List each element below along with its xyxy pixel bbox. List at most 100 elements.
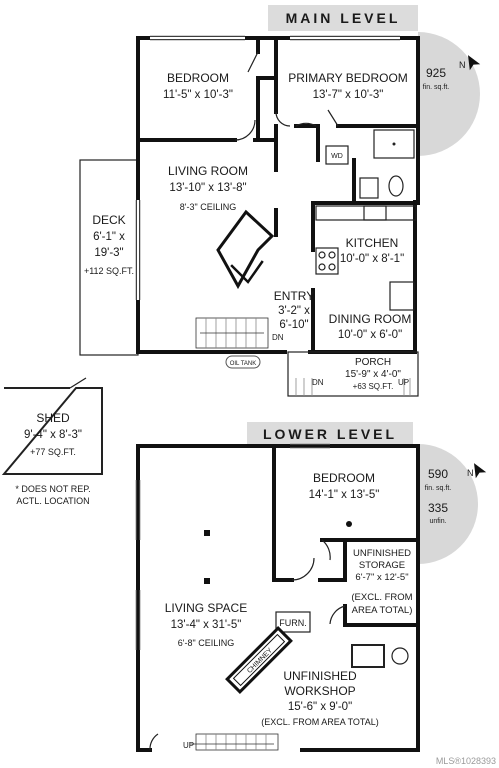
deck-dims-a: 6'-1" x xyxy=(93,231,125,243)
living-room-name: LIVING ROOM xyxy=(168,164,248,178)
main-area-unit: fin. sq.ft. xyxy=(423,84,450,91)
lower-level-banner: LOWER LEVEL xyxy=(263,426,397,442)
toilet-icon xyxy=(388,175,404,197)
lower-interior-walls xyxy=(272,444,420,627)
main-windows xyxy=(137,37,400,300)
deck-area: +112 SQ.FT. xyxy=(84,266,134,276)
main-level-banner: MAIN LEVEL xyxy=(286,10,401,26)
porch-up-label: UP xyxy=(398,378,409,387)
porch-steps xyxy=(295,378,411,396)
workshop-dims: 15'-6" x 9'-0" xyxy=(288,701,352,713)
chimney: CHIMNEY xyxy=(225,626,293,694)
burner-icon xyxy=(318,263,326,271)
lower-unfin-unit: unfin. xyxy=(429,518,446,525)
porch-outline xyxy=(287,351,419,397)
shed-area: +77 SQ.FT. xyxy=(30,447,76,457)
washer-dryer-label: WD xyxy=(331,153,343,160)
oil-tank-label: OIL TANK xyxy=(230,361,257,367)
living-space-dims: 13'-4" x 31'-5" xyxy=(171,619,242,631)
storage-name-b: STORAGE xyxy=(359,560,405,571)
north-arrow-icon xyxy=(474,463,487,479)
living-room-ceiling: 8'-3" CEILING xyxy=(180,202,236,212)
washer-dryer xyxy=(325,145,349,165)
lower-area-value: 590 xyxy=(428,467,448,481)
main-area-badge xyxy=(418,32,480,156)
lower-doors xyxy=(149,539,346,751)
fridge-icon xyxy=(389,281,415,311)
main-bedroom-name: BEDROOM xyxy=(167,71,229,85)
shed-note-b: ACTL. LOCATION xyxy=(16,496,89,506)
burner-icon xyxy=(328,263,336,271)
entry-name: ENTRY xyxy=(274,289,314,303)
fireplace-icon xyxy=(216,209,275,290)
shower-drain-icon xyxy=(392,142,396,146)
lower-bedroom-dims: 14'-1" x 13'-5" xyxy=(309,489,380,501)
kitchen-sink xyxy=(363,205,387,221)
storage-name-a: UNFINISHED xyxy=(353,548,411,559)
porch-name: PORCH xyxy=(355,357,391,368)
porch-area: +63 SQ.FT. xyxy=(353,382,394,391)
dining-room-name: DINING ROOM xyxy=(329,312,412,326)
lower-stairs xyxy=(190,733,279,751)
main-north-label: N xyxy=(459,60,466,70)
lower-north-label: N xyxy=(467,468,474,478)
shed: SHED 9'-4" x 8'-3" +77 SQ.FT. * DOES NOT… xyxy=(1,377,103,506)
main-level-banner-bg xyxy=(268,5,418,31)
living-room-dims: 13'-10" x 13'-8" xyxy=(169,182,246,194)
lower-area-badge xyxy=(418,444,478,564)
lower-exterior-wall xyxy=(136,444,420,752)
kitchen-counter xyxy=(315,205,417,221)
porch-dn-label: DN xyxy=(312,378,324,387)
water-heater-icon xyxy=(391,647,409,665)
workshop-note: (EXCL. FROM AREA TOTAL) xyxy=(261,717,379,727)
lower-bedroom-name: BEDROOM xyxy=(313,471,375,485)
main-bedroom-dims: 11'-5" x 10'-3" xyxy=(163,89,233,101)
lower-stairs-up-label: UP xyxy=(183,741,194,750)
shower-fixture xyxy=(373,129,415,159)
main-level: MAIN LEVEL 925 fin. sq.ft. N xyxy=(79,5,481,397)
support-post xyxy=(204,530,210,536)
shed-dims: 9'-4" x 8'-3" xyxy=(24,429,82,441)
primary-bedroom-name: PRIMARY BEDROOM xyxy=(288,71,408,85)
light-fixture-icon xyxy=(346,521,352,527)
workshop-name-a: UNFINISHED xyxy=(283,669,357,683)
entry-dims-b: 6'-10" xyxy=(279,319,308,331)
lower-unfin-value: 335 xyxy=(428,501,448,515)
main-window-lines xyxy=(135,35,400,300)
kitchen-name: KITCHEN xyxy=(346,236,399,250)
lower-area-unit: fin. sq.ft. xyxy=(425,485,452,492)
furnace xyxy=(275,611,311,633)
shed-name: SHED xyxy=(36,411,70,425)
storage-dims: 6'-7" x 12'-5" xyxy=(355,572,408,583)
main-doors xyxy=(234,51,339,141)
main-interior-walls xyxy=(136,36,420,354)
living-space-name: LIVING SPACE xyxy=(165,601,247,615)
mls-watermark: MLS®1028393 xyxy=(436,756,496,766)
burner-icon xyxy=(328,251,336,259)
deck-name: DECK xyxy=(92,213,125,227)
lower-level: LOWER LEVEL 590 fin. sq.ft. 335 unfin. N… xyxy=(135,422,487,752)
furnace-label: FURN. xyxy=(279,618,307,628)
lower-level-banner-bg xyxy=(247,422,413,446)
shed-outline xyxy=(1,387,103,475)
dining-room-dims: 10'-0" x 6'-0" xyxy=(338,329,402,341)
lower-window-lines xyxy=(135,443,330,650)
north-arrow-icon xyxy=(468,55,481,71)
deck-dims-b: 19'-3" xyxy=(94,247,123,259)
entry-dims-a: 3'-2" x xyxy=(278,305,310,317)
living-space-ceiling: 6'-8" CEILING xyxy=(178,638,234,648)
stove-icon xyxy=(315,247,339,275)
primary-bedroom-dims: 13'-7" x 10'-3" xyxy=(313,89,384,101)
shed-door xyxy=(69,377,87,389)
workshop-name-b: WORKSHOP xyxy=(284,684,355,698)
kitchen-dims: 10'-0" x 8'-1" xyxy=(340,253,404,265)
oil-tank xyxy=(225,355,261,369)
utility-sink xyxy=(351,644,385,668)
storage-note-b: AREA TOTAL) xyxy=(352,605,413,616)
support-post xyxy=(204,578,210,584)
vanity-sink xyxy=(359,177,379,199)
storage-note-a: (EXCL. FROM xyxy=(351,592,412,603)
burner-icon xyxy=(318,251,326,259)
main-stairs-dn-label: DN xyxy=(272,333,284,342)
